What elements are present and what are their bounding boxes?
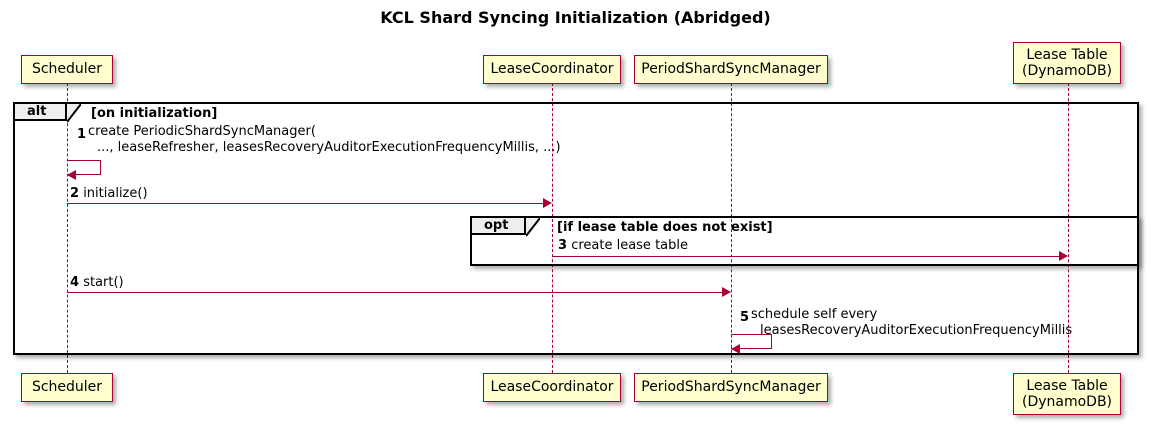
frame-opt-tab-notch-icon (526, 218, 540, 237)
participant-scheduler-bottom[interactable]: Scheduler (21, 373, 113, 402)
message-4-arrowhead-icon (722, 287, 731, 297)
message-5-number: 5 (740, 310, 750, 325)
message-1-self-loop (67, 160, 101, 175)
participant-lease-coordinator-top[interactable]: LeaseCoordinator (483, 55, 621, 84)
message-1-arrowhead-icon (67, 170, 76, 180)
participant-lease-table-bottom[interactable]: Lease Table (DynamoDB) (1013, 373, 1121, 415)
message-5-self-loop (731, 334, 772, 349)
lifeline-lease-coordinator (552, 83, 553, 373)
message-4-text: 4 start() (70, 275, 124, 290)
message-3-line1: create lease table (571, 238, 688, 253)
message-2-arrowhead-icon (543, 198, 552, 208)
message-4-line (67, 292, 722, 293)
diagram-title: KCL Shard Syncing Initialization (Abridg… (380, 8, 771, 27)
message-2-number: 2 (70, 186, 80, 201)
frame-alt-keyword-tab: alt (15, 104, 67, 121)
message-3-text: 3 create lease table (558, 238, 688, 253)
message-4-line1: start() (83, 275, 124, 290)
lifeline-scheduler (67, 83, 68, 373)
message-1-line1: create PeriodicShardSyncManager( (88, 124, 316, 139)
frame-opt (470, 216, 1139, 266)
message-2-line (67, 203, 543, 204)
frame-opt-keyword: opt (484, 218, 509, 233)
participant-period-shard-sync-manager-top[interactable]: PeriodShardSyncManager (634, 55, 828, 84)
frame-opt-condition: [if lease table does not exist] (557, 220, 773, 235)
message-1-number: 1 (77, 127, 87, 142)
lifeline-period-shard-sync-manager (731, 83, 732, 373)
message-5-line2: leasesRecoveryAuditorExecutionFrequencyM… (760, 323, 1073, 338)
message-5-arrowhead-icon (731, 344, 740, 354)
participant-scheduler-top[interactable]: Scheduler (21, 55, 113, 84)
message-4-number: 4 (70, 275, 80, 290)
participant-lease-coordinator-bottom[interactable]: LeaseCoordinator (483, 373, 621, 402)
message-5-line1: schedule self every (751, 307, 878, 322)
message-3-line (553, 256, 1059, 257)
participant-lease-table-top[interactable]: Lease Table (DynamoDB) (1013, 42, 1121, 84)
frame-alt-tab-notch-icon (67, 104, 81, 123)
message-2-text: 2 initialize() (70, 186, 148, 201)
message-3-arrowhead-icon (1059, 251, 1068, 261)
lifeline-lease-table (1068, 83, 1069, 373)
participant-period-shard-sync-manager-bottom[interactable]: PeriodShardSyncManager (634, 373, 828, 402)
frame-alt-condition: [on initialization] (91, 106, 218, 121)
message-2-line1: initialize() (83, 186, 148, 201)
message-3-number: 3 (558, 238, 568, 253)
frame-opt-keyword-tab: opt (472, 218, 526, 235)
message-1-line2: ..., leaseRefresher, leasesRecoveryAudit… (97, 140, 561, 155)
frame-alt-keyword: alt (27, 104, 47, 119)
